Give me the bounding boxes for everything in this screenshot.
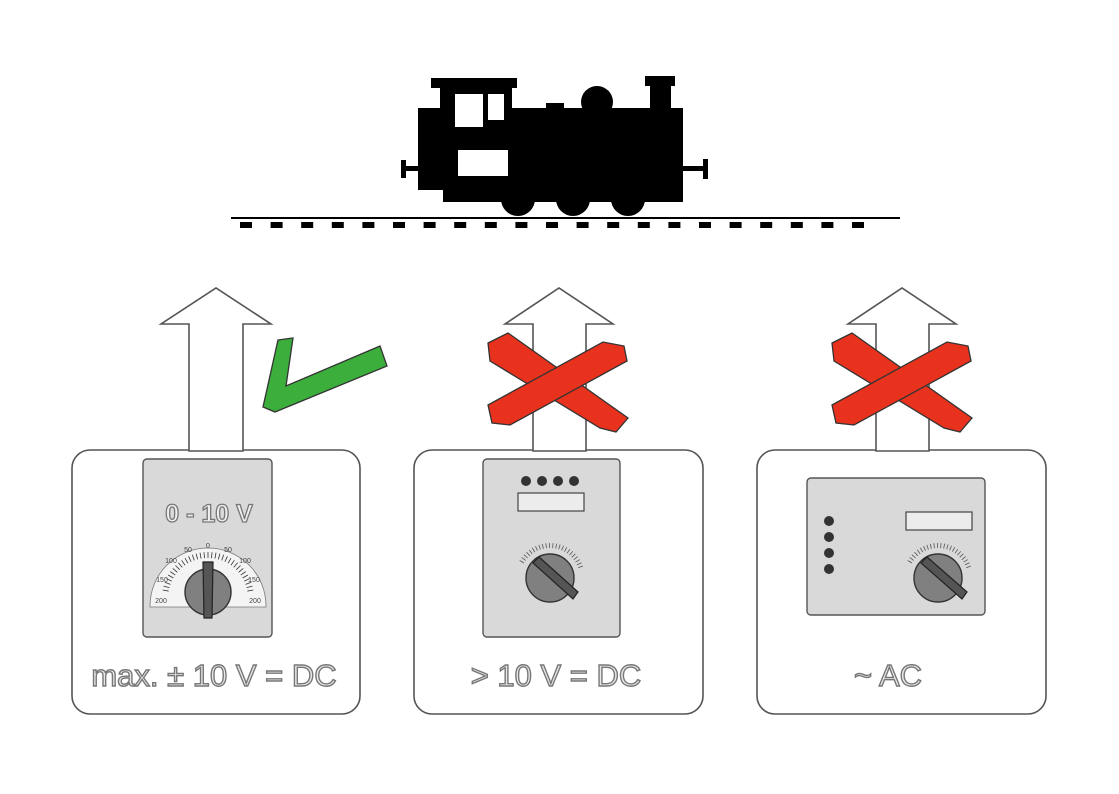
indicator-dot-icon [521, 476, 531, 486]
track-sleeper [791, 222, 803, 228]
indicator-dot-icon [537, 476, 547, 486]
indicator-dot-icon [553, 476, 563, 486]
track-sleeper [668, 222, 680, 228]
track-sleeper [485, 222, 497, 228]
track-sleeper [240, 222, 252, 228]
scale-label: 150 [156, 577, 168, 584]
indicator-dot-icon [824, 564, 834, 574]
ac-controller-device [807, 478, 985, 615]
scale-label: 50 [184, 547, 192, 554]
dial-tick [204, 552, 205, 558]
track-sleeper [271, 222, 283, 228]
track-sleeper [546, 222, 558, 228]
scale-label: 200 [155, 598, 167, 605]
track-sleeper [699, 222, 711, 228]
panel-label-ac: ~ AC [854, 658, 922, 693]
scale-label: 100 [165, 558, 177, 565]
track-icon [231, 218, 900, 228]
dc-controller-device [483, 459, 620, 637]
panel-label-dc-low: max. ± 10 V = DC [91, 658, 336, 693]
cab-window-icon [455, 94, 483, 127]
display-window [906, 512, 972, 530]
indicator-dot-icon [824, 532, 834, 542]
indicator-dot-icon [569, 476, 579, 486]
track-sleeper [424, 222, 436, 228]
track-sleeper [577, 222, 589, 228]
checkmark-icon [263, 338, 387, 412]
track-sleeper [760, 222, 772, 228]
track-sleeper [607, 222, 619, 228]
panel-label-dc-high: > 10 V = DC [471, 658, 642, 693]
scale-label: 200 [249, 598, 261, 605]
scale-label: 50 [224, 547, 232, 554]
track-sleeper [730, 222, 742, 228]
indicator-dot-icon [824, 548, 834, 558]
track-sleeper [362, 222, 374, 228]
track-sleeper [821, 222, 833, 228]
dial-tick [211, 552, 212, 558]
scale-label: 100 [239, 558, 251, 565]
display-window [518, 493, 584, 511]
locomotive-icon [401, 76, 708, 216]
track-sleeper [638, 222, 650, 228]
track-sleeper [393, 222, 405, 228]
track-sleeper [852, 222, 864, 228]
track-sleeper [515, 222, 527, 228]
scale-label: 150 [248, 577, 260, 584]
cab-window-icon [488, 94, 504, 120]
track-sleeper [301, 222, 313, 228]
voltmeter-device: 0 - 10 V 200 150 100 50 0 50 100 150 200 [143, 459, 272, 637]
indicator-dot-icon [824, 516, 834, 526]
scale-label: 0 [206, 543, 210, 550]
knob-pointer-icon [203, 562, 213, 618]
meter-range-label: 0 - 10 V [165, 500, 253, 528]
up-arrow-icon [161, 288, 271, 451]
track-sleeper [454, 222, 466, 228]
track-sleeper [332, 222, 344, 228]
